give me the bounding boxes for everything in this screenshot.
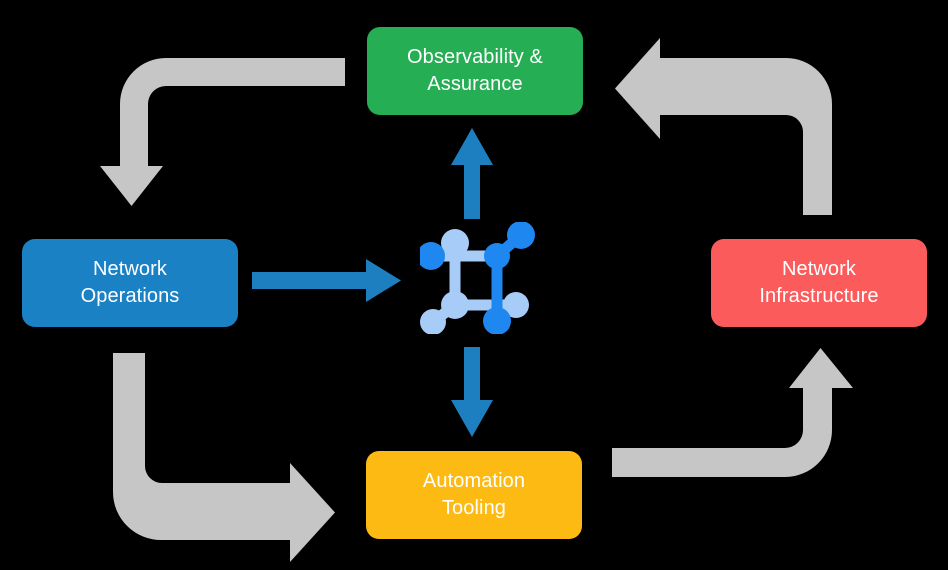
node-box-observability[interactable]: Observability & Assurance	[367, 27, 583, 115]
network-icon-light-nodes	[420, 229, 529, 334]
node-label-network-operations: Network Operations	[80, 258, 180, 307]
gray-arrow-operations-to-automation	[113, 353, 335, 562]
node-box-network-infrastructure[interactable]: Network Infrastructure	[711, 239, 927, 327]
blue-arrow-center-to-automation	[451, 347, 493, 437]
node-label-network-infrastructure: Network Infrastructure	[759, 258, 879, 307]
gray-arrow-observability-to-operations	[100, 58, 345, 206]
node-box-network-operations[interactable]: Network Operations	[22, 239, 238, 327]
node-box-automation-tooling[interactable]: Automation Tooling	[366, 451, 582, 539]
blue-arrow-operations-to-center	[252, 259, 401, 302]
blue-arrow-center-to-observability	[451, 128, 493, 219]
node-label-observability: Observability & Assurance	[407, 46, 543, 95]
node-label-automation-tooling: Automation Tooling	[422, 470, 526, 519]
network-topology-icon	[420, 222, 535, 334]
network-icon-dark-nodes	[420, 222, 535, 334]
gray-arrow-automation-to-infrastructure	[612, 348, 853, 477]
gray-arrow-infrastructure-to-observability	[615, 38, 832, 215]
